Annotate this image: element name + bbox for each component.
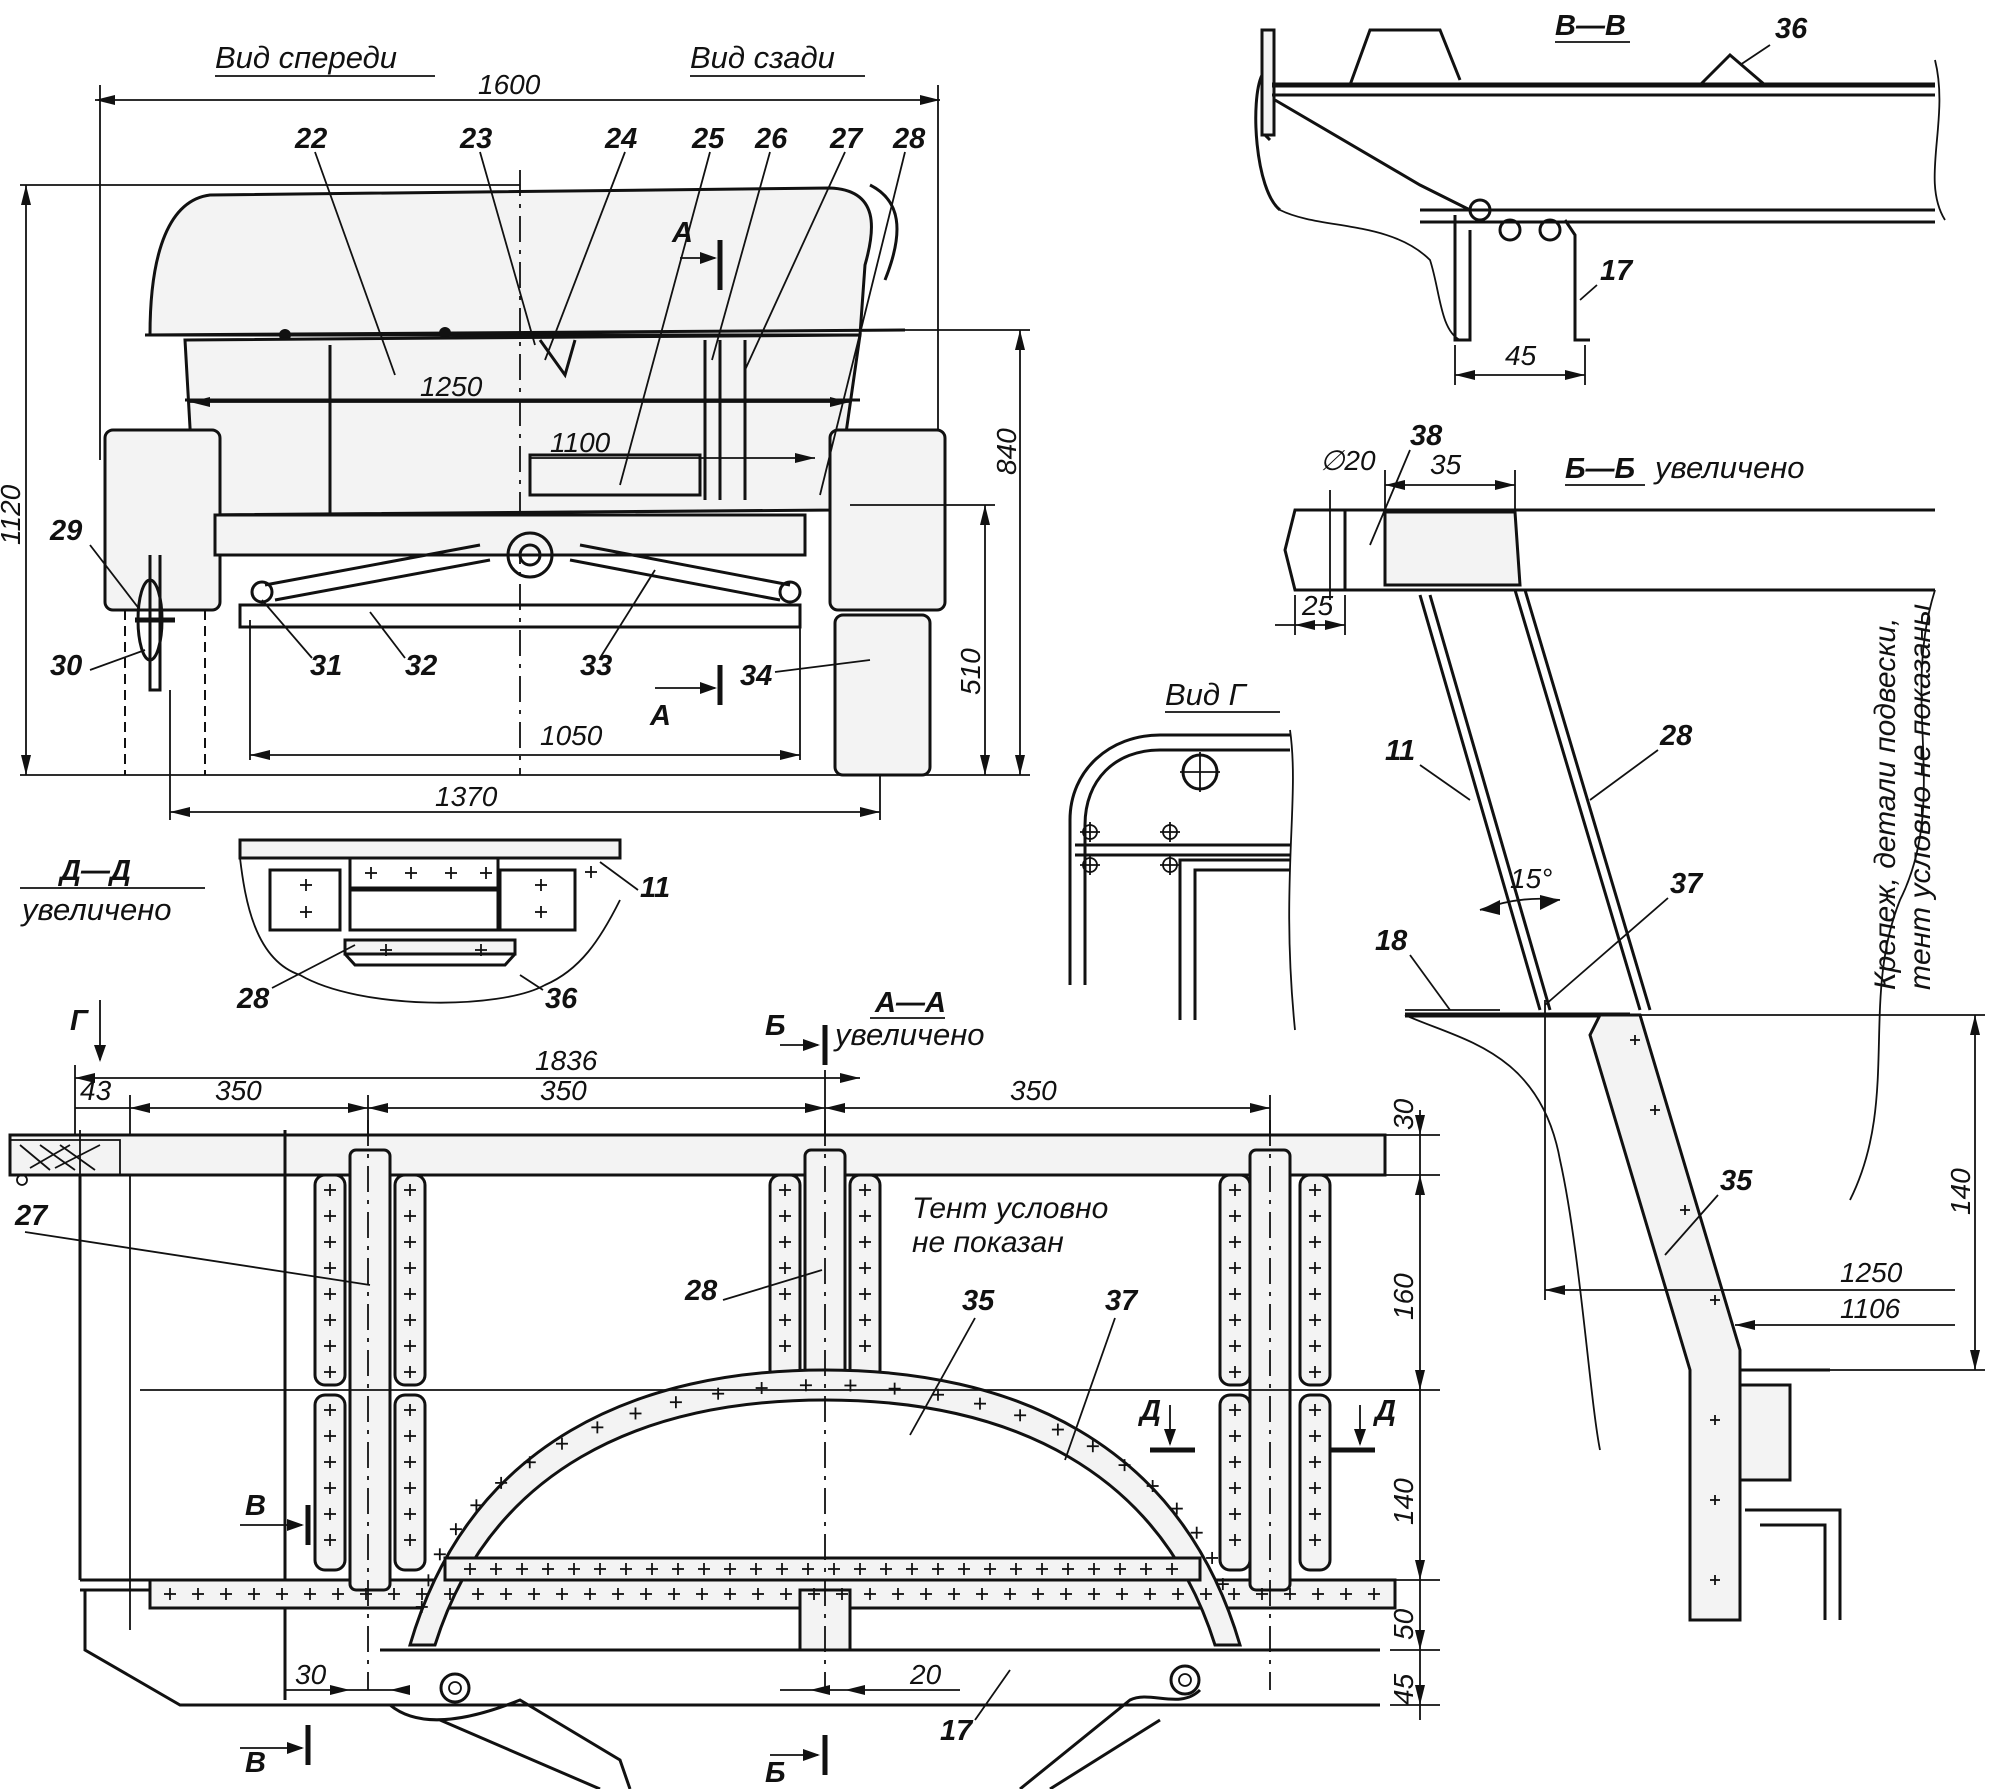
section-aa-suffix: увеличено: [833, 1017, 985, 1052]
callout-29: 29: [49, 515, 82, 547]
callout-38: 38: [1410, 420, 1443, 452]
dim-1120: 1120: [0, 484, 26, 545]
callout-32: 32: [405, 650, 437, 682]
section-mark-b-top: Б: [765, 1010, 786, 1042]
dim-160: 160: [1388, 1273, 1419, 1320]
section-vv-title: В—В: [1555, 10, 1626, 42]
callout-23: 23: [459, 123, 492, 155]
view-g-title: Вид Г: [1165, 677, 1248, 712]
callout-31: 31: [310, 650, 342, 682]
callout-37-aa: 37: [1105, 1285, 1139, 1317]
section-vv: В—В 45 36 17: [1254, 10, 1946, 385]
dim-30-bottom: 30: [295, 1659, 327, 1690]
dim-30-right: 30: [1388, 1098, 1419, 1130]
section-mark-v-top: В: [245, 1490, 266, 1522]
callout-28-aa: 28: [684, 1275, 718, 1307]
callout-24: 24: [604, 123, 637, 155]
dim-20-bottom: 20: [909, 1659, 942, 1690]
dim-45-right: 45: [1388, 1673, 1419, 1705]
callout-37-bb: 37: [1670, 868, 1704, 900]
callout-18: 18: [1375, 925, 1408, 957]
dim-350-a: 350: [215, 1075, 262, 1106]
callout-36-dd: 36: [545, 983, 578, 1015]
callout-33: 33: [580, 650, 612, 682]
front-rear-view: Вид спереди Вид сзади 1600: [0, 40, 1030, 820]
callout-17-vv: 17: [1600, 255, 1634, 287]
fastener-marks: [164, 1184, 1380, 1613]
dim-350-c: 350: [1010, 1075, 1057, 1106]
dim-1106: 1106: [1840, 1293, 1901, 1324]
section-mark-d-left: Д: [1137, 1395, 1161, 1427]
dim-dia20: ∅20: [1320, 445, 1376, 476]
callout-11-bb: 11: [1385, 735, 1415, 767]
callout-34: 34: [740, 660, 772, 692]
section-mark-b-bottom: Б: [765, 1757, 786, 1789]
dim-1250-top: 1250: [420, 371, 483, 402]
section-mark-a-bottom: А: [649, 700, 671, 732]
section-dd-title: Д—Д: [57, 855, 131, 887]
section-bb-title: Б—Б: [1565, 453, 1635, 485]
callout-36-vv: 36: [1775, 13, 1808, 45]
dim-25-bb: 25: [1301, 590, 1334, 621]
section-bb-suffix: увеличено: [1653, 450, 1805, 485]
section-mark-g: Г: [70, 1005, 89, 1037]
callout-27-aa: 27: [14, 1200, 49, 1232]
dim-angle-15: 15°: [1510, 863, 1552, 894]
dim-43: 43: [80, 1075, 112, 1106]
dim-45-vv: 45: [1505, 340, 1537, 371]
dim-35-bb: 35: [1430, 449, 1462, 480]
section-mark-a-top: А: [671, 217, 693, 249]
callout-28-dd: 28: [236, 983, 270, 1015]
callout-35-bb: 35: [1720, 1165, 1753, 1197]
section-aa: А—А увеличено Б Г 1836 43 350 350 350: [8, 987, 1440, 1789]
dim-840: 840: [991, 428, 1022, 475]
front-view-title: Вид спереди: [215, 40, 397, 75]
dim-1600: 1600: [478, 69, 541, 100]
section-aa-title: А—А: [874, 987, 946, 1019]
plan-note-line1: Тент условно: [912, 1192, 1108, 1225]
section-mark-v-bottom: В: [245, 1747, 266, 1779]
section-bb: Б—Б увеличено 35 ∅20 25: [1275, 420, 1985, 1622]
dim-140-right: 140: [1388, 1478, 1419, 1525]
side-note-line1: Крепеж, детали подвески,: [1869, 618, 1902, 990]
section-dd: Д—Д увеличено 11 28 36: [20, 838, 670, 1015]
dim-1370: 1370: [435, 781, 498, 812]
side-note-line2: тент условно не показаны: [1904, 604, 1937, 990]
dim-1836: 1836: [535, 1045, 598, 1076]
callout-28-bb: 28: [1659, 720, 1693, 752]
plan-note-line2: не показан: [912, 1226, 1064, 1259]
dim-1250-bb: 1250: [1840, 1257, 1903, 1288]
dim-1050: 1050: [540, 720, 603, 751]
rear-view-title: Вид сзади: [690, 40, 835, 75]
dim-50: 50: [1388, 1608, 1419, 1640]
section-mark-d-right: Д: [1372, 1395, 1396, 1427]
callout-17-aa: 17: [940, 1715, 974, 1747]
section-dd-suffix: увеличено: [20, 892, 172, 927]
dim-1100: 1100: [550, 427, 611, 458]
dim-510: 510: [955, 648, 986, 695]
view-g: Вид Г: [1068, 677, 1296, 1031]
callout-35-aa: 35: [962, 1285, 995, 1317]
callout-26: 26: [754, 123, 788, 155]
callout-30: 30: [50, 650, 82, 682]
callout-25: 25: [691, 123, 725, 155]
callout-27: 27: [829, 123, 864, 155]
dim-350-b: 350: [540, 1075, 587, 1106]
callout-22: 22: [294, 123, 327, 155]
dim-140-bb: 140: [1945, 1168, 1976, 1215]
callout-11-dd: 11: [640, 872, 670, 904]
callout-28: 28: [892, 123, 926, 155]
